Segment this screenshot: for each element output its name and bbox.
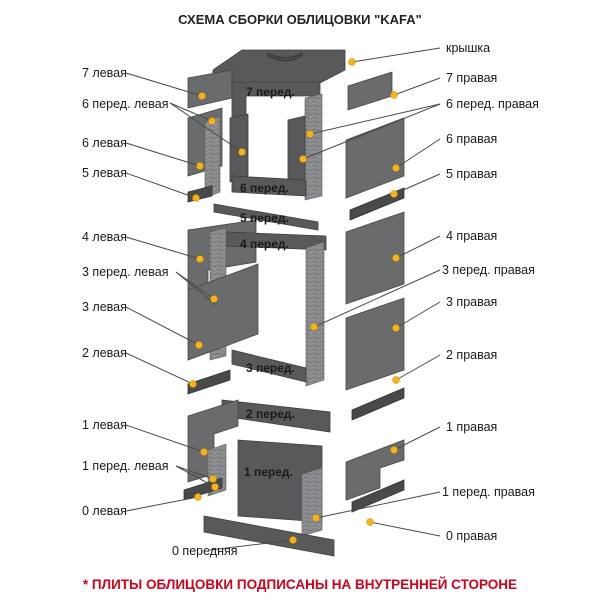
plate-1-front-right <box>301 467 323 537</box>
plate-6-front-right <box>304 93 323 201</box>
plate-5-left <box>187 185 213 203</box>
label-6-front-right: 6 перед. правая <box>446 97 539 111</box>
plate-5-right <box>349 187 405 221</box>
plate-7-left <box>187 69 233 109</box>
plate-labels: 7 перед. 6 перед. 5 перед. 4 перед. 3 пе… <box>240 85 295 479</box>
plate-6-front-left <box>204 115 221 199</box>
label-3-front-right: 3 перед. правая <box>442 263 535 277</box>
label-5-right: 5 правая <box>446 167 497 181</box>
plate-0-front <box>203 515 335 557</box>
label-3-right: 3 правая <box>446 295 497 309</box>
plate-3-front <box>231 349 307 383</box>
plate-1-left <box>187 399 239 483</box>
footnote: * ПЛИТЫ ОБЛИЦОВКИ ПОДПИСАНЫ НА ВНУТРЕННЕ… <box>83 577 517 592</box>
plate-7-right <box>347 71 393 111</box>
label-4-left: 4 левая <box>82 230 127 244</box>
leader-lines <box>125 47 441 551</box>
label-1-front-left: 1 перед. левая <box>82 459 168 473</box>
plate-1-right <box>345 439 405 501</box>
label-7-right: 7 правая <box>446 71 497 85</box>
plate-0-left <box>183 477 223 501</box>
label-2-right: 2 правая <box>446 348 497 362</box>
label-0-right: 0 правая <box>446 529 497 543</box>
label-7-left: 7 левая <box>82 66 127 80</box>
plate-3-left <box>187 263 259 361</box>
left-labels: 7 левая 6 перед. левая 6 левая 5 левая 4… <box>82 66 238 558</box>
label-3-left: 3 левая <box>82 300 127 314</box>
plate-label-7: 7 перед. <box>246 85 295 99</box>
plate-2-right <box>351 387 405 421</box>
label-3-front-left: 3 перед. левая <box>82 265 168 279</box>
plate-5-front <box>213 203 319 231</box>
label-1-right: 1 правая <box>446 420 497 434</box>
label-4-right: 4 правая <box>446 229 497 243</box>
plate-label-2: 2 перед. <box>246 407 295 421</box>
plate-3-front-right <box>305 241 325 387</box>
plate-6-front <box>231 175 307 197</box>
label-5-left: 5 левая <box>82 166 127 180</box>
label-lid: крышка <box>446 41 490 55</box>
label-2-left: 2 левая <box>82 346 127 360</box>
label-6-left: 6 левая <box>82 136 127 150</box>
label-1-front-right: 1 перед. правая <box>442 485 535 499</box>
right-labels: крышка 7 правая 6 перед. правая 6 правая… <box>442 41 539 543</box>
plate-label-6: 6 перед. <box>240 181 289 195</box>
label-6-front-left: 6 перед. левая <box>82 97 168 111</box>
plate-label-4: 4 перед. <box>240 237 289 251</box>
diagram-title: СХЕМА СБОРКИ ОБЛИЦОВКИ "KAFA" <box>178 12 422 27</box>
plate-2-left <box>187 369 231 395</box>
plate-6-right <box>345 117 405 199</box>
label-6-right: 6 правая <box>446 132 497 146</box>
label-0-left: 0 левая <box>82 504 127 518</box>
plates <box>183 49 405 557</box>
plate-label-5: 5 перед. <box>240 211 289 225</box>
plate-lid <box>212 49 346 85</box>
plate-4-right <box>345 211 405 305</box>
plate-0-right <box>351 479 405 513</box>
plate-label-1: 1 перед. <box>244 465 293 479</box>
marker-dots <box>189 58 400 544</box>
label-0-front: 0 передняя <box>172 544 238 558</box>
plate-label-3: 3 перед. <box>246 361 295 375</box>
plate-3-right <box>345 297 405 391</box>
label-1-left: 1 левая <box>82 418 127 432</box>
